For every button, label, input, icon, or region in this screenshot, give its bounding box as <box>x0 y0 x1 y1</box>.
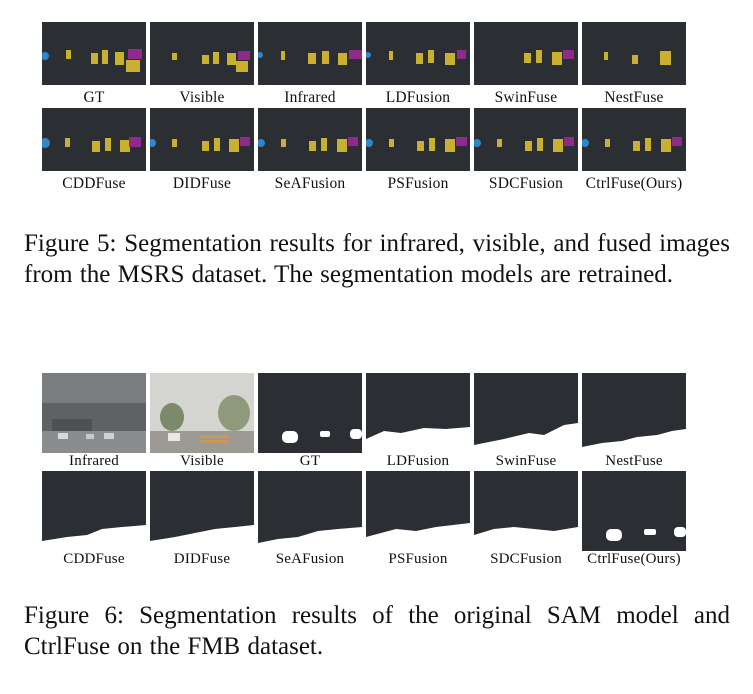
segmentation-image <box>42 22 146 85</box>
figure-6-caption: Figure 6: Segmentation results of the or… <box>24 602 730 660</box>
mask-image <box>474 471 578 551</box>
panel-label: SeAFusion <box>275 551 345 567</box>
panel-label: NestFuse <box>604 89 664 106</box>
infrared-photo <box>42 373 146 453</box>
panel-label: CDDFuse <box>62 175 126 192</box>
segmentation-image <box>474 108 578 171</box>
figure-5-caption: Figure 5: Segmentation results for infra… <box>24 230 730 288</box>
mask-image <box>42 471 146 551</box>
panel-label: SDCFusion <box>490 551 562 567</box>
segmentation-image <box>366 22 470 85</box>
mask-image <box>366 471 470 551</box>
segmentation-image <box>366 108 470 171</box>
segmentation-image <box>258 108 362 171</box>
mask-image <box>366 373 470 453</box>
segmentation-image <box>582 108 686 171</box>
panel-label: Infrared <box>284 89 336 106</box>
panel-label: GT <box>299 453 321 469</box>
mask-image <box>582 471 686 551</box>
panel-label: CDDFuse <box>63 551 125 567</box>
visible-photo <box>150 373 254 453</box>
panel-label: SeAFusion <box>274 175 346 192</box>
mask-image <box>258 373 362 453</box>
segmentation-image <box>42 108 146 171</box>
segmentation-image <box>258 22 362 85</box>
mask-image <box>582 373 686 453</box>
segmentation-image <box>150 22 254 85</box>
panel-label: CtrlFuse(Ours) <box>585 175 683 192</box>
panel-label: DIDFuse <box>173 551 231 567</box>
panel-label: DIDFuse <box>172 175 232 192</box>
panel-label: PSFusion <box>387 175 449 192</box>
segmentation-image <box>582 22 686 85</box>
segmentation-image <box>150 108 254 171</box>
panel-label: NestFuse <box>605 453 663 469</box>
mask-image <box>150 471 254 551</box>
panel-label: LDFusion <box>385 89 451 106</box>
segmentation-image <box>474 22 578 85</box>
panel-label: Visible <box>179 89 225 106</box>
panel-label: PSFusion <box>388 551 448 567</box>
panel-label: SDCFusion <box>488 175 564 192</box>
panel-label: Visible <box>180 453 224 469</box>
panel-label: GT <box>83 89 105 106</box>
panel-label: CtrlFuse(Ours) <box>587 551 681 567</box>
panel-label: LDFusion <box>386 453 450 469</box>
panel-label: SwinFuse <box>495 453 557 469</box>
mask-image <box>474 373 578 453</box>
panel-label: SwinFuse <box>494 89 558 106</box>
panel-label: Infrared <box>69 453 119 469</box>
mask-image <box>258 471 362 551</box>
